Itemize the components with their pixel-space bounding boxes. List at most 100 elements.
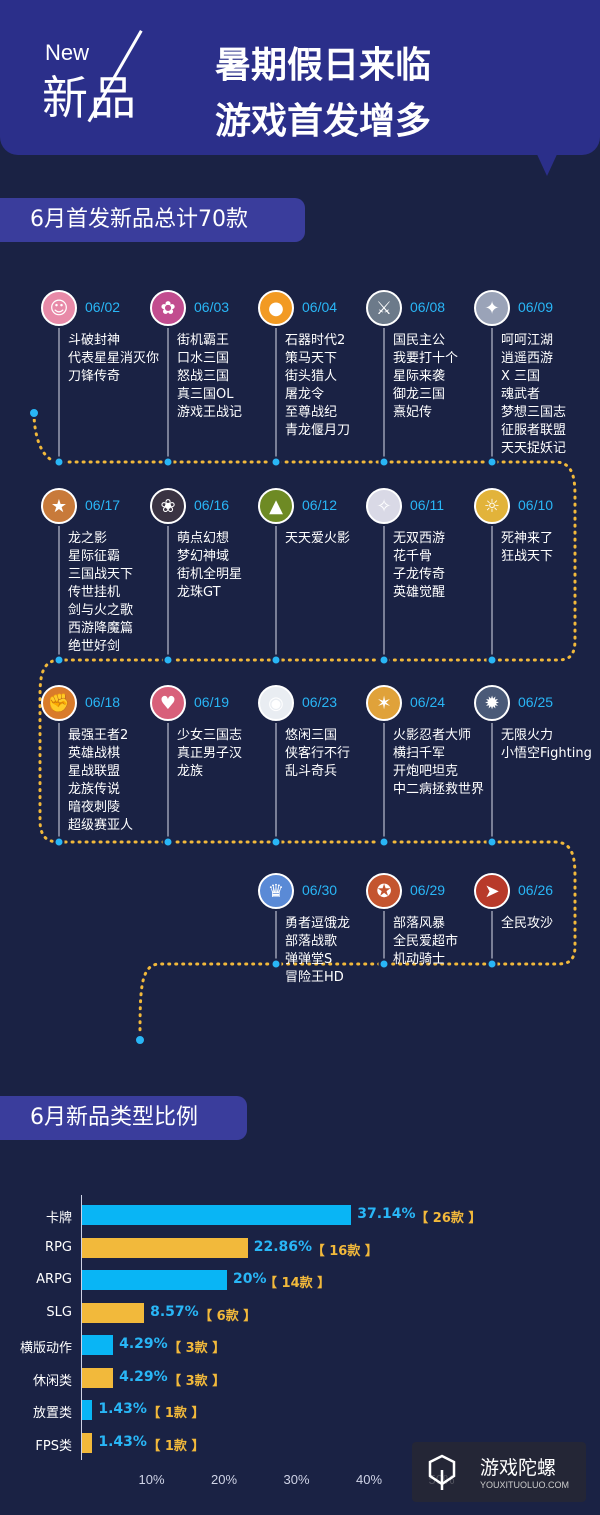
bar-value-label: 20% bbox=[233, 1271, 267, 1287]
header-banner: New 新品 暑期假日来临 游戏首发增多 bbox=[0, 0, 600, 155]
release-date: 06/12 bbox=[302, 497, 338, 513]
bar-count-label: 【 16款 】 bbox=[311, 1243, 378, 1259]
anime-girl-magenta-icon: ✿ bbox=[150, 290, 186, 326]
bar-count-label: 【 6款 】 bbox=[199, 1308, 257, 1324]
spiky-hair-boy-icon: ✹ bbox=[474, 685, 510, 721]
bar-category-label: FPS类 bbox=[35, 1438, 72, 1454]
white-robot-icon: ◉ bbox=[258, 685, 294, 721]
ninja-boy-icon: ✶ bbox=[366, 685, 402, 721]
bar-category-label: SLG bbox=[46, 1304, 72, 1320]
bar-value-label: 37.14% bbox=[357, 1206, 416, 1222]
game-title: 无限火力 bbox=[501, 728, 554, 743]
game-title: 传世挂机 bbox=[68, 585, 121, 600]
game-title: 星战联盟 bbox=[68, 764, 121, 779]
x-tick-label: 40% bbox=[356, 1472, 383, 1487]
bar-value-label: 1.43% bbox=[98, 1433, 147, 1450]
game-title: 真三国OL bbox=[177, 387, 234, 402]
bar-1 bbox=[82, 1237, 248, 1258]
game-title: 逍遥西游 bbox=[501, 351, 554, 366]
game-title: 乱斗奇兵 bbox=[285, 764, 338, 779]
x-tick-label: 30% bbox=[283, 1472, 310, 1487]
bar-2 bbox=[82, 1270, 227, 1290]
bar-5 bbox=[82, 1367, 114, 1388]
header-title-line2: 游戏首发增多 bbox=[215, 101, 432, 142]
game-title: 火影忍者大师 bbox=[393, 728, 472, 743]
game-title: 超级赛亚人 bbox=[68, 818, 134, 833]
game-title: 斗破封神 bbox=[68, 333, 121, 348]
game-list: 部落风暴全民爱超市机动骑士 bbox=[393, 915, 458, 969]
game-title: 御龙三国 bbox=[393, 387, 446, 402]
timeline-node bbox=[162, 836, 174, 848]
racing-car-icon: ➤ bbox=[474, 873, 510, 909]
game-list: 无限火力小悟空Fighting bbox=[501, 727, 592, 763]
game-title: 英雄战棋 bbox=[68, 746, 121, 761]
game-list: 国民主公我要打十个星际来袭御龙三国熹妃传 bbox=[393, 332, 458, 422]
game-title: 狂战天下 bbox=[501, 549, 554, 564]
game-title: 熹妃传 bbox=[393, 405, 433, 420]
game-title: 侠客行不行 bbox=[285, 746, 351, 761]
bar-value-label: 22.86% bbox=[253, 1238, 313, 1255]
game-title: 龙族传说 bbox=[68, 782, 121, 797]
timeline-node bbox=[162, 654, 174, 666]
timeline-node bbox=[378, 836, 390, 848]
bar-count-label: 【 3款 】 bbox=[168, 1341, 226, 1356]
game-title: 勇者逗饿龙 bbox=[285, 916, 351, 931]
game-title: 剑与火之歌 bbox=[68, 603, 134, 618]
game-title: 龙珠GT bbox=[177, 585, 221, 600]
game-title: 街头猎人 bbox=[285, 369, 338, 384]
game-list: 斗破封神代表星星消灭你刀锋传奇 bbox=[68, 332, 159, 386]
timeline-node bbox=[486, 456, 498, 468]
game-title: 最强王者2 bbox=[68, 728, 129, 743]
bar-category-label: ARPG bbox=[36, 1272, 72, 1287]
game-title: 征服者联盟 bbox=[501, 423, 567, 438]
armored-knight-icon: ⚔ bbox=[366, 290, 402, 326]
martial-fighter-icon: ✊ bbox=[41, 685, 77, 721]
game-title: 梦想三国志 bbox=[501, 405, 567, 420]
release-date: 06/29 bbox=[410, 882, 446, 898]
game-list: 火影忍者大师横扫千军开炮吧坦克中二病拯救世界 bbox=[393, 727, 484, 799]
timeline-node bbox=[53, 456, 65, 468]
bar-category-label: RPG bbox=[45, 1239, 72, 1255]
bar-6 bbox=[82, 1400, 93, 1420]
game-title: 部落战歌 bbox=[285, 934, 338, 949]
section-banner-new-releases: 6月首发新品总计70款 bbox=[0, 198, 305, 242]
bar-value-label: 1.43% bbox=[98, 1401, 147, 1417]
bar-category-label: 横版动作 bbox=[19, 1341, 72, 1356]
release-date: 06/25 bbox=[518, 694, 554, 710]
game-title: 代表星星消灭你 bbox=[68, 351, 160, 366]
game-title: 策马天下 bbox=[285, 351, 338, 366]
game-title: 英雄觉醒 bbox=[393, 585, 446, 600]
release-date: 06/17 bbox=[85, 497, 121, 513]
game-title: 至尊战纪 bbox=[285, 405, 338, 420]
bar-count-label: 【 1款 】 bbox=[147, 1438, 205, 1454]
timeline-node bbox=[486, 836, 498, 848]
game-title: 少女三国志 bbox=[177, 728, 243, 743]
header-title-line1: 暑期假日来临 bbox=[215, 45, 432, 86]
release-date: 06/09 bbox=[518, 299, 554, 315]
game-list: 无双西游花千骨子龙传奇英雄觉醒 bbox=[393, 530, 445, 602]
game-title: 暗夜刺陵 bbox=[68, 800, 121, 815]
release-date: 06/18 bbox=[85, 694, 121, 710]
release-date: 06/16 bbox=[194, 497, 230, 513]
game-title: 死神来了 bbox=[501, 531, 554, 546]
bar-0 bbox=[82, 1205, 352, 1225]
game-title: 中二病拯救世界 bbox=[393, 782, 485, 797]
bar-count-label: 【 14款 】 bbox=[264, 1276, 331, 1291]
release-date: 06/11 bbox=[410, 497, 444, 513]
game-title: 弹弹堂S bbox=[285, 952, 333, 967]
timeline-node bbox=[378, 654, 390, 666]
game-list: 死神来了狂战天下 bbox=[501, 530, 553, 566]
game-title: 龙之影 bbox=[68, 531, 108, 546]
bar-7 bbox=[82, 1432, 93, 1453]
game-title: 天天捉妖记 bbox=[501, 441, 567, 456]
game-title: 悠闲三国 bbox=[285, 728, 338, 743]
game-title: 街机霸王 bbox=[177, 333, 230, 348]
game-list: 天天爱火影 bbox=[285, 530, 350, 548]
timeline-node bbox=[270, 456, 282, 468]
game-title: 西游降魔篇 bbox=[68, 621, 134, 636]
release-date: 06/04 bbox=[302, 299, 338, 315]
x-tick-label: 10% bbox=[138, 1472, 165, 1487]
game-title: 屠龙令 bbox=[285, 387, 325, 402]
chart-y-axis bbox=[81, 1195, 82, 1460]
